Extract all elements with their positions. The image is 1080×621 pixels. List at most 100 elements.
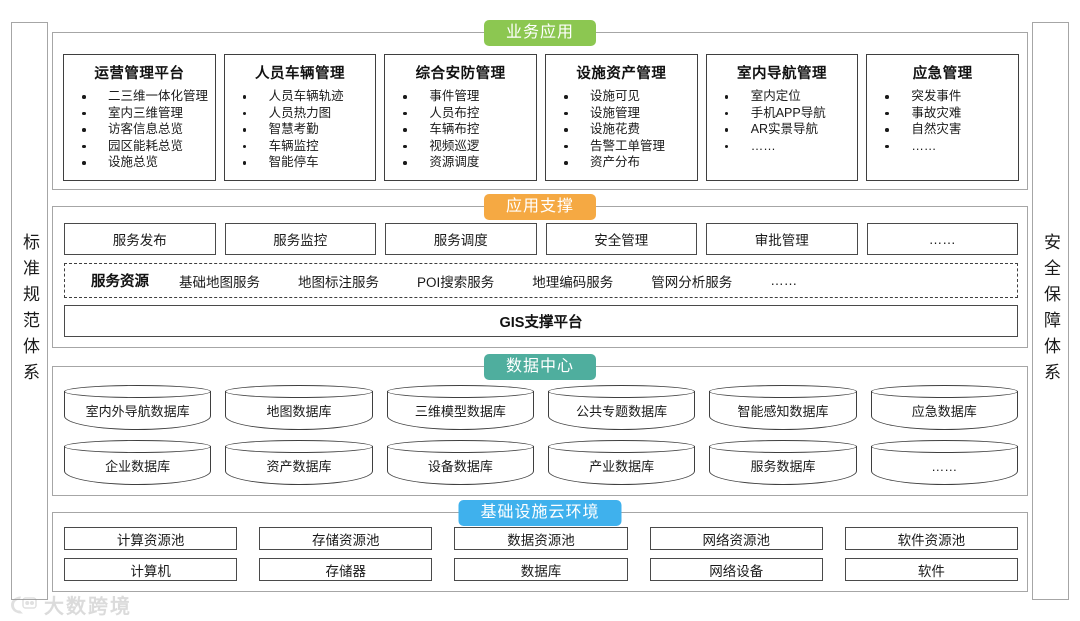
support-module[interactable]: 安全管理 bbox=[545, 223, 697, 255]
support-module[interactable]: 服务调度 bbox=[385, 223, 537, 255]
list-item: 二三维一体化管理 bbox=[82, 88, 211, 105]
list-item: AR实景导航 bbox=[724, 121, 854, 138]
list-item: 智能停车 bbox=[242, 154, 372, 171]
cylinder-top-ellipse bbox=[64, 440, 212, 453]
business-card-list: 二三维一体化管理 室内三维管理 访客信息总览 园区能耗总览 设施总览 bbox=[68, 88, 211, 171]
list-item: 告警工单管理 bbox=[564, 138, 693, 155]
database-cylinder[interactable]: 产业数据库 bbox=[547, 440, 696, 485]
business-card-list: 事件管理 人员布控 车辆布控 视频巡逻 资源调度 bbox=[389, 88, 532, 171]
list-item: 人员热力图 bbox=[242, 105, 372, 122]
support-module-more[interactable]: …… bbox=[866, 223, 1018, 255]
list-item: 访客信息总览 bbox=[82, 121, 211, 138]
infrastructure-row: 计算机 存储器 数据库 网络设备 软件 bbox=[64, 558, 1019, 581]
layer-stack: 业务应用 运营管理平台 二三维一体化管理 室内三维管理 访客信息总览 园区能耗总… bbox=[52, 20, 1028, 600]
list-item: 室内三维管理 bbox=[82, 105, 211, 122]
database-cylinder[interactable]: 室内外导航数据库 bbox=[64, 385, 212, 430]
database-cylinder[interactable]: 三维模型数据库 bbox=[386, 385, 534, 430]
database-cylinder[interactable]: 服务数据库 bbox=[709, 440, 857, 485]
business-card-title: 综合安防管理 bbox=[415, 66, 506, 82]
list-item: 人员车辆轨迹 bbox=[242, 88, 372, 105]
list-item: 手机APP导航 bbox=[724, 105, 854, 122]
database-row: 室内外导航数据库 地图数据库 三维模型数据库 bbox=[64, 385, 1018, 430]
database-label: 三维模型数据库 bbox=[414, 404, 506, 419]
list-item: 室内定位 bbox=[724, 88, 854, 105]
database-cylinder[interactable]: 公共专题数据库 bbox=[547, 385, 696, 430]
business-application-layer: 业务应用 运营管理平台 二三维一体化管理 室内三维管理 访客信息总览 园区能耗总… bbox=[52, 20, 1028, 190]
cylinder-top-ellipse bbox=[870, 440, 1018, 453]
cylinder-top-ellipse bbox=[547, 385, 696, 398]
service-resource-item[interactable]: POI搜索服务 bbox=[417, 274, 495, 290]
infrastructure-item[interactable]: 数据资源池 bbox=[454, 527, 628, 550]
database-cylinder[interactable]: 企业数据库 bbox=[64, 440, 212, 485]
support-module-row: 服务发布 服务监控 服务调度 安全管理 审批管理 …… bbox=[64, 223, 1018, 255]
database-label: 服务数据库 bbox=[750, 459, 816, 474]
support-module[interactable]: 审批管理 bbox=[706, 223, 858, 255]
database-cylinder[interactable]: 应急数据库 bbox=[870, 385, 1018, 430]
cylinder-top-ellipse bbox=[225, 385, 373, 398]
list-item: 设施管理 bbox=[564, 105, 693, 122]
business-card-list: 突发事件 事故灾难 自然灾害 …… bbox=[871, 88, 1014, 154]
left-pillar-standard-system: 标准规范体系 bbox=[11, 22, 48, 600]
database-cylinder-more[interactable]: …… bbox=[870, 440, 1018, 485]
infrastructure-item[interactable]: 存储器 bbox=[259, 558, 433, 581]
cylinder-top-ellipse bbox=[386, 440, 534, 453]
left-pillar-label: 标准规范体系 bbox=[20, 233, 39, 389]
business-card[interactable]: 综合安防管理 事件管理 人员布控 车辆布控 视频巡逻 资源调度 bbox=[384, 54, 538, 181]
list-item: 车辆布控 bbox=[403, 121, 532, 138]
database-label: 地图数据库 bbox=[266, 404, 332, 419]
list-item: 资产分布 bbox=[564, 154, 693, 171]
service-resource-item-more[interactable]: …… bbox=[770, 273, 798, 288]
database-cylinder[interactable]: 智能感知数据库 bbox=[709, 385, 857, 430]
service-resource-item[interactable]: 基础地图服务 bbox=[179, 274, 260, 290]
infrastructure-item[interactable]: 网络设备 bbox=[649, 558, 823, 581]
database-label: 企业数据库 bbox=[105, 459, 171, 474]
infrastructure-item[interactable]: 数据库 bbox=[454, 558, 628, 581]
service-resource-item[interactable]: 管网分析服务 bbox=[651, 274, 733, 290]
service-resource-item[interactable]: 地图标注服务 bbox=[298, 274, 379, 290]
list-item: 园区能耗总览 bbox=[82, 138, 211, 155]
business-card[interactable]: 设施资产管理 设施可见 设施管理 设施花费 告警工单管理 资产分布 bbox=[545, 54, 698, 181]
business-card-title: 人员车辆管理 bbox=[255, 66, 345, 82]
business-card-row: 运营管理平台 二三维一体化管理 室内三维管理 访客信息总览 园区能耗总览 设施总… bbox=[63, 54, 1020, 181]
list-item: 智慧考勤 bbox=[242, 121, 372, 138]
list-item: 人员布控 bbox=[403, 105, 532, 122]
infrastructure-item[interactable]: 计算资源池 bbox=[64, 527, 238, 550]
list-item: …… bbox=[885, 138, 1014, 155]
infrastructure-item[interactable]: 软件资源池 bbox=[844, 527, 1019, 550]
support-module[interactable]: 服务监控 bbox=[224, 223, 376, 255]
list-item: 车辆监控 bbox=[242, 138, 372, 155]
service-resource-band: 服务资源 基础地图服务 地图标注服务 POI搜索服务 地理编码服务 管网分析服务… bbox=[64, 263, 1018, 298]
list-item: 资源调度 bbox=[403, 154, 532, 171]
database-cylinder[interactable]: 地图数据库 bbox=[225, 385, 373, 430]
cylinder-top-ellipse bbox=[547, 440, 696, 453]
list-item: 突发事件 bbox=[885, 88, 1014, 105]
database-cylinder[interactable]: 资产数据库 bbox=[225, 440, 373, 485]
cylinder-top-ellipse bbox=[64, 385, 212, 398]
database-label: 智能感知数据库 bbox=[737, 404, 829, 419]
gis-platform-bar[interactable]: GIS支撑平台 bbox=[64, 305, 1018, 337]
list-item: 事故灾难 bbox=[885, 105, 1014, 122]
architecture-diagram: 标准规范体系 安全保障体系 业务应用 运营管理平台 二三维一体化管理 室内三维管… bbox=[11, 20, 1069, 600]
business-card[interactable]: 运营管理平台 二三维一体化管理 室内三维管理 访客信息总览 园区能耗总览 设施总… bbox=[63, 54, 216, 181]
infrastructure-item[interactable]: 软件 bbox=[844, 558, 1019, 581]
business-card[interactable]: 人员车辆管理 人员车辆轨迹 人员热力图 智慧考勤 车辆监控 智能停车 bbox=[223, 54, 377, 181]
infrastructure-item[interactable]: 网络资源池 bbox=[649, 527, 823, 550]
infrastructure-item[interactable]: 计算机 bbox=[64, 558, 238, 581]
list-item: 事件管理 bbox=[403, 88, 532, 105]
database-row: 企业数据库 资产数据库 设备数据库 产业 bbox=[64, 440, 1018, 485]
business-card[interactable]: 室内导航管理 室内定位 手机APP导航 AR实景导航 …… bbox=[705, 54, 859, 181]
infrastructure-row: 计算资源池 存储资源池 数据资源池 网络资源池 软件资源池 bbox=[64, 527, 1019, 550]
service-resource-item[interactable]: 地理编码服务 bbox=[532, 274, 614, 290]
list-item: …… bbox=[724, 138, 854, 155]
database-label: 公共专题数据库 bbox=[576, 404, 668, 419]
cylinder-top-ellipse bbox=[225, 440, 373, 453]
database-label: 设备数据库 bbox=[427, 459, 493, 474]
cylinder-top-ellipse bbox=[709, 440, 857, 453]
business-card-title: 运营管理平台 bbox=[94, 66, 185, 82]
cylinder-top-ellipse bbox=[709, 385, 857, 398]
infrastructure-item[interactable]: 存储资源池 bbox=[259, 527, 433, 550]
database-label: 资产数据库 bbox=[266, 459, 332, 474]
database-cylinder[interactable]: 设备数据库 bbox=[386, 440, 534, 485]
business-card[interactable]: 应急管理 突发事件 事故灾难 自然灾害 …… bbox=[866, 54, 1020, 181]
support-module[interactable]: 服务发布 bbox=[64, 223, 216, 255]
